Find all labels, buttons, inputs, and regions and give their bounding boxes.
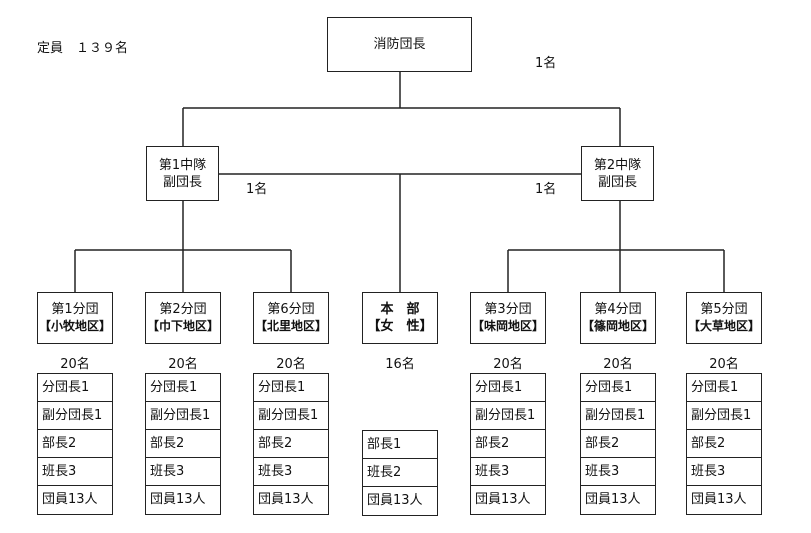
role-cell: 副分団長1 <box>254 402 328 430</box>
honbu-area: 【女 性】 <box>367 319 433 334</box>
capacity-label: 定員 １３９名 <box>37 41 129 56</box>
unit-6-name: 第6分団 <box>267 302 315 317</box>
role-cell: 団員13人 <box>258 492 314 507</box>
unit-3-roles: 分団長1 副分団長1 部長2 班長3 団員13人 <box>470 373 546 515</box>
role-cell: 班長3 <box>687 458 761 486</box>
role-cell: 部長2 <box>471 430 545 458</box>
role-cell: 団員13人 <box>691 492 747 507</box>
deputy-1-line2: 副団長 <box>162 174 202 190</box>
role-cell: 分団長1 <box>146 374 220 402</box>
role-cell: 分団長1 <box>38 374 112 402</box>
deputy-2-line2: 副団長 <box>597 174 637 190</box>
honbu-box: 本 部 【女 性】 <box>362 292 438 344</box>
chief-title: 消防団長 <box>373 37 426 52</box>
unit-4-count: 20名 <box>603 357 633 372</box>
deputy-box-1: 第1中隊 副団長 <box>146 146 219 201</box>
unit-5-count: 20名 <box>709 357 739 372</box>
role-cell: 部長2 <box>687 430 761 458</box>
unit-1-roles: 分団長1 副分団長1 部長2 班長3 団員13人 <box>37 373 113 515</box>
unit-2-area: 【巾下地区】 <box>146 319 219 333</box>
role-cell: 班長3 <box>146 458 220 486</box>
role-cell: 部長2 <box>146 430 220 458</box>
role-cell: 団員13人 <box>42 492 98 507</box>
deputy-2-line1: 第2中隊 <box>593 157 642 173</box>
unit-6-count: 20名 <box>276 357 306 372</box>
role-cell: 班長3 <box>581 458 655 486</box>
unit-3-count: 20名 <box>493 357 523 372</box>
unit-4-area: 【篠岡地区】 <box>581 319 654 333</box>
unit-6-roles: 分団長1 副分団長1 部長2 班長3 団員13人 <box>253 373 329 515</box>
role-cell: 部長1 <box>363 431 437 459</box>
deputy-box-2: 第2中隊 副団長 <box>581 146 654 201</box>
role-cell: 分団長1 <box>581 374 655 402</box>
honbu-count: 16名 <box>385 357 415 372</box>
role-cell: 部長2 <box>581 430 655 458</box>
honbu-name: 本 部 <box>380 302 420 317</box>
unit-box-2: 第2分団 【巾下地区】 <box>145 292 221 344</box>
unit-1-area: 【小牧地区】 <box>38 319 111 333</box>
role-cell: 部長2 <box>254 430 328 458</box>
role-cell: 分団長1 <box>471 374 545 402</box>
unit-6-area: 【北里地区】 <box>254 319 327 333</box>
role-cell: 副分団長1 <box>581 402 655 430</box>
chief-count: 1名 <box>535 56 557 71</box>
unit-5-name: 第5分団 <box>700 302 748 317</box>
unit-box-1: 第1分団 【小牧地区】 <box>37 292 113 344</box>
role-cell: 分団長1 <box>687 374 761 402</box>
deputy-1-count: 1名 <box>246 182 268 197</box>
role-cell: 団員13人 <box>150 492 206 507</box>
unit-2-name: 第2分団 <box>159 302 207 317</box>
role-cell: 分団長1 <box>254 374 328 402</box>
unit-1-name: 第1分団 <box>51 302 99 317</box>
role-cell: 副分団長1 <box>146 402 220 430</box>
unit-3-area: 【味岡地区】 <box>471 319 544 333</box>
unit-box-5: 第5分団 【大草地区】 <box>686 292 762 344</box>
deputy-2-count: 1名 <box>535 182 557 197</box>
role-cell: 部長2 <box>38 430 112 458</box>
role-cell: 副分団長1 <box>687 402 761 430</box>
unit-4-roles: 分団長1 副分団長1 部長2 班長3 団員13人 <box>580 373 656 515</box>
unit-2-roles: 分団長1 副分団長1 部長2 班長3 団員13人 <box>145 373 221 515</box>
unit-box-4: 第4分団 【篠岡地区】 <box>580 292 656 344</box>
role-cell: 団員13人 <box>367 493 423 508</box>
role-cell: 団員13人 <box>475 492 531 507</box>
unit-4-name: 第4分団 <box>594 302 642 317</box>
role-cell: 班長3 <box>254 458 328 486</box>
chief-box: 消防団長 <box>327 17 472 72</box>
unit-5-area: 【大草地区】 <box>687 319 760 333</box>
unit-1-count: 20名 <box>60 357 90 372</box>
role-cell: 班長3 <box>471 458 545 486</box>
deputy-1-line1: 第1中隊 <box>158 157 207 173</box>
role-cell: 副分団長1 <box>471 402 545 430</box>
role-cell: 班長2 <box>363 459 437 487</box>
honbu-roles: 部長1 班長2 団員13人 <box>362 430 438 516</box>
role-cell: 班長3 <box>38 458 112 486</box>
unit-5-roles: 分団長1 副分団長1 部長2 班長3 団員13人 <box>686 373 762 515</box>
unit-box-3: 第3分団 【味岡地区】 <box>470 292 546 344</box>
unit-2-count: 20名 <box>168 357 198 372</box>
unit-3-name: 第3分団 <box>484 302 532 317</box>
role-cell: 団員13人 <box>585 492 641 507</box>
unit-box-6: 第6分団 【北里地区】 <box>253 292 329 344</box>
role-cell: 副分団長1 <box>38 402 112 430</box>
